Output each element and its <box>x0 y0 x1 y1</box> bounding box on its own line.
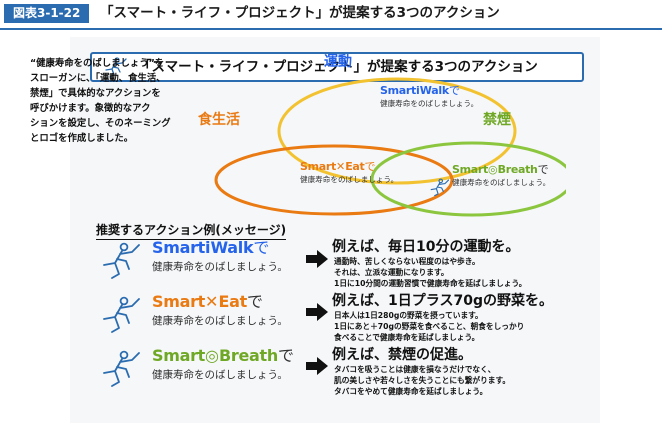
logo-de-text: で <box>253 238 270 257</box>
example-body: 通勤時、苦しくならない程度のはや歩き。 それは、立派な運動になります。 1日に1… <box>334 256 526 289</box>
logo-de-text: で <box>364 160 376 173</box>
venn-circle-diet <box>214 144 454 216</box>
logo-walk-text: Walk <box>210 238 254 257</box>
venn-label-exercise: 運動 <box>324 54 352 70</box>
example-body-line: それは、立派な運動になります。 <box>334 268 449 277</box>
example-body-line: 1日にあと＋70gの野菜を食べること、朝食をしっかり <box>334 322 525 331</box>
example-headline: 例えば、毎日10分の運動を。 <box>332 239 520 255</box>
logo-smart-text: Smart <box>452 163 488 176</box>
figure-title: 「スマート・ライフ・プロジェクト」が提案する3つのアクション <box>100 5 500 21</box>
intro-line: とロゴを作成しました。 <box>30 133 134 144</box>
venn-circle-exercise <box>277 77 517 185</box>
logo-subtext: 健康寿命をのばしましょう。 <box>380 99 479 108</box>
chopsticks-icon: ✕ <box>205 292 219 311</box>
logo-smart-text: Smart <box>152 292 206 311</box>
runner-icon <box>430 178 450 197</box>
logo-breath-text: Breath <box>219 346 278 365</box>
example-body-line: 日本人は1日280gの野菜を摂っています。 <box>334 311 483 320</box>
venn-circle-smoking <box>370 141 566 217</box>
logo-walk-text: Walk <box>419 84 449 97</box>
intro-line: 禁煙」で具体的なアクションを <box>30 88 161 99</box>
figure-label: 図表3-1-22 <box>4 4 90 23</box>
runner-icon <box>103 242 140 279</box>
breath-leaf-icon: ◎ <box>488 163 498 176</box>
example-body-line: 肌の美しさや若々しさを失うことにも繋がります。 <box>334 376 511 385</box>
logo-smart-text: Smart <box>152 238 206 257</box>
logo-de-text: で <box>246 292 263 311</box>
panel-title: 「スマート・ライフ・プロジェクト」が提案する3つのアクション <box>138 59 538 75</box>
venn-label-smoking: 禁煙 <box>483 112 511 128</box>
logo-de-text: で <box>537 163 549 176</box>
smart-walk-logo: SmartⅰWalkで 健康寿命をのばしましょう。 <box>380 85 478 109</box>
smart-breath-logo: Smart◎Breathで 健康寿命をのばしましょう。 <box>452 164 550 188</box>
smart-breath-logo: Smart◎Breathで 健康寿命をのばしましょう。 <box>152 348 294 382</box>
logo-smart-text: Smart <box>380 84 416 97</box>
venn-diagram <box>214 77 566 217</box>
example-headline: 例えば、禁煙の促進。 <box>332 347 472 363</box>
logo-smart-text: Smart <box>300 160 336 173</box>
logo-subtext: 健康寿命をのばしましょう。 <box>300 175 399 184</box>
example-body-line: 食べることで健康寿命を延ばしましょう。 <box>334 333 480 342</box>
walker-icon: ⅰ <box>416 84 420 97</box>
example-body: 日本人は1日280gの野菜を摂っています。 1日にあと＋70gの野菜を食べること… <box>334 310 524 343</box>
intro-paragraph: “健康寿命をのばしましょう”を スローガンに、「運動、食生活、 禁煙」で具体的な… <box>30 56 200 146</box>
example-headline: 例えば、1日プラス70gの野菜を。 <box>332 293 553 309</box>
content-panel: 「スマート・ライフ・プロジェクト」が提案する3つのアクション <box>70 37 600 423</box>
arrow-right-icon <box>306 303 328 321</box>
logo-smart-text: Smart <box>152 346 206 365</box>
chopsticks-icon: ✕ <box>336 160 346 173</box>
logo-subtext: 健康寿命をのばしましょう。 <box>152 369 288 381</box>
logo-eat-text: Eat <box>345 160 365 173</box>
example-body-line: タバコを吸うことは健康を損なうだけでなく、 <box>334 365 496 374</box>
intro-line: スローガンに、「運動、食生活、 <box>30 73 166 84</box>
runner-icon <box>105 57 127 78</box>
intro-line: 呼びかけます。象徴的なアク <box>30 103 151 114</box>
panel-title-box: 「スマート・ライフ・プロジェクト」が提案する3つのアクション <box>90 52 584 82</box>
logo-subtext: 健康寿命をのばしましょう。 <box>152 261 288 273</box>
runner-icon <box>103 296 140 333</box>
walker-icon: ⅰ <box>205 238 211 257</box>
logo-subtext: 健康寿命をのばしましょう。 <box>152 315 288 327</box>
runner-icon <box>103 350 140 387</box>
logo-de-text: で <box>278 346 295 365</box>
intro-line: ションを設定し、そのネーミング <box>30 118 171 129</box>
smart-eat-logo: Smart✕Eatで 健康寿命をのばしましょう。 <box>152 294 288 328</box>
logo-de-text: で <box>448 84 460 97</box>
logo-eat-text: Eat <box>218 292 247 311</box>
example-body-line: タバコをやめて健康寿命を延ばしましょう。 <box>334 387 488 396</box>
smart-walk-logo: SmartⅰWalkで 健康寿命をのばしましょう。 <box>152 240 288 274</box>
figure-header: 図表3-1-22 「スマート・ライフ・プロジェクト」が提案する3つのアクション <box>0 0 662 30</box>
arrow-right-icon <box>306 357 328 375</box>
logo-breath-text: Breath <box>497 163 538 176</box>
intro-line: “健康寿命をのばしましょう”を <box>30 58 165 69</box>
example-body: タバコを吸うことは健康を損なうだけでなく、 肌の美しさや若々しさを失うことにも繋… <box>334 364 510 397</box>
arrow-right-icon <box>306 250 328 268</box>
venn-label-diet: 食生活 <box>198 112 240 128</box>
breath-leaf-icon: ◎ <box>205 346 220 365</box>
section-title: 推奨するアクション例(メッセージ) <box>96 221 287 240</box>
example-body-line: 通勤時、苦しくならない程度のはや歩き。 <box>334 257 480 266</box>
smart-eat-logo: Smart✕Eatで 健康寿命をのばしましょう。 <box>300 161 398 185</box>
example-body-line: 1日に10分間の運動習慣で健康寿命を延ばしましょう。 <box>334 279 527 288</box>
logo-subtext: 健康寿命をのばしましょう。 <box>452 178 551 187</box>
